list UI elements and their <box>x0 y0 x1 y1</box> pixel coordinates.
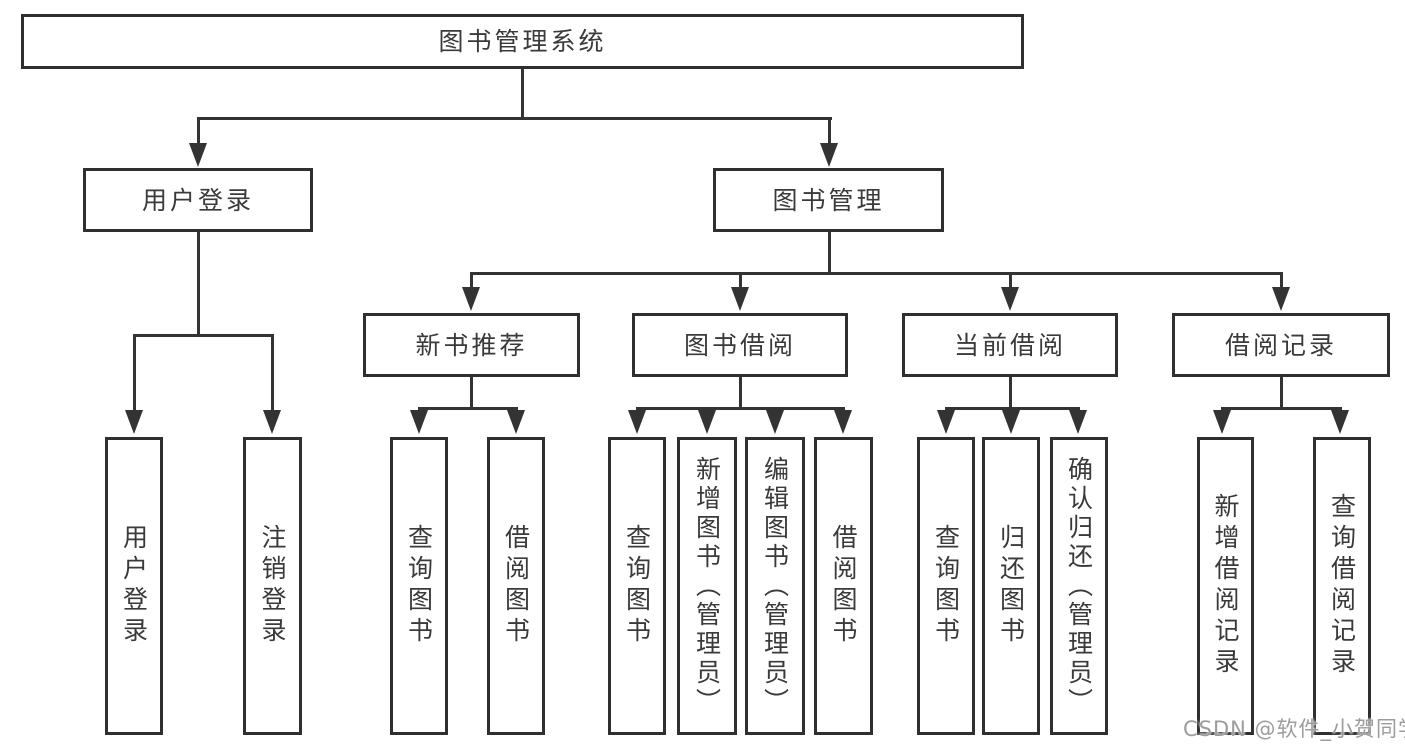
leaf-add-books-admin-label: 新增图书（管理员） <box>692 455 722 717</box>
leaf-add-borrow-record-label: 新增借阅记录 <box>1211 493 1240 679</box>
arrowhead-icon <box>1331 410 1349 434</box>
leaf-query-books-borrowing: 查询图书 <box>608 437 666 735</box>
arrowhead-icon <box>766 410 784 434</box>
leaf-edit-books-admin-label: 编辑图书（管理员） <box>760 455 790 717</box>
node-borrow-records: 借阅记录 <box>1172 313 1390 377</box>
node-current-borrowing: 当前借阅 <box>902 313 1118 377</box>
node-user-login-label: 用户登录 <box>141 185 254 215</box>
arrowhead-icon <box>125 410 143 434</box>
arrowhead-icon <box>507 410 525 434</box>
node-book-borrowing: 图书借阅 <box>632 313 848 377</box>
node-new-book-recommend-label: 新书推荐 <box>415 330 528 360</box>
connector-book-borrow-bar <box>635 406 845 410</box>
leaf-logout-label: 注销登录 <box>258 524 287 648</box>
leaf-confirm-return-admin: 确认归还（管理员） <box>1050 437 1108 735</box>
leaf-borrow-books-borrowing-label: 借阅图书 <box>829 524 858 648</box>
arrowhead-icon <box>263 410 281 434</box>
leaf-query-books-borrowing-label: 查询图书 <box>622 524 652 648</box>
arrowhead-icon <box>698 410 716 434</box>
leaf-query-books-recommend: 查询图书 <box>390 437 448 735</box>
connector-current-borrow-stem <box>1008 377 1012 408</box>
node-book-management: 图书管理 <box>713 168 944 232</box>
leaf-confirm-return-admin-label: 确认归还（管理员） <box>1064 455 1094 717</box>
node-user-login: 用户登录 <box>83 168 313 232</box>
leaf-borrow-books-recommend-label: 借阅图书 <box>501 524 531 648</box>
connector-book-borrow-stem <box>738 377 742 408</box>
arrowhead-icon <box>1069 410 1087 434</box>
arrowhead-icon <box>189 143 207 167</box>
arrowhead-icon <box>410 410 428 434</box>
arrowhead-icon <box>820 143 838 167</box>
leaf-return-books: 归还图书 <box>982 437 1040 735</box>
connector-drop-book-mgmt <box>827 116 831 145</box>
leaf-edit-books-admin: 编辑图书（管理员） <box>745 437 805 735</box>
arrowhead-icon <box>1001 287 1019 311</box>
connector-drop-user-login <box>196 116 200 145</box>
arrowhead-icon <box>731 287 749 311</box>
node-borrow-records-label: 借阅记录 <box>1224 330 1337 360</box>
leaf-user-login-label: 用户登录 <box>119 524 149 648</box>
arrowhead-icon <box>628 410 646 434</box>
leaf-query-borrow-record: 查询借阅记录 <box>1313 437 1371 735</box>
node-book-borrowing-label: 图书借阅 <box>683 330 796 360</box>
connector-user-login-bar <box>132 333 274 337</box>
connector-book-mgmt-bar <box>469 271 1283 275</box>
connector-user-login-stem <box>196 232 200 335</box>
leaf-add-borrow-record: 新增借阅记录 <box>1197 437 1254 735</box>
arrowhead-icon <box>462 287 480 311</box>
connector-drop-leaf-logout <box>270 333 274 413</box>
connector-drop-leaf-user-login <box>132 333 136 413</box>
connector-drop-current-borrow <box>1008 271 1012 290</box>
connector-drop-book-borrow <box>738 271 742 290</box>
node-current-borrowing-label: 当前借阅 <box>953 330 1066 360</box>
csdn-watermark: CSDN @软件_小贺同学 <box>1183 717 1405 741</box>
connector-root-bar <box>196 116 832 120</box>
leaf-user-login: 用户登录 <box>105 437 163 735</box>
leaf-borrow-books-recommend: 借阅图书 <box>487 437 545 735</box>
arrowhead-icon <box>834 410 852 434</box>
leaf-return-books-label: 归还图书 <box>996 524 1026 648</box>
connector-drop-borrow-record <box>1279 271 1283 290</box>
connector-drop-new-book-rec <box>469 271 473 290</box>
arrowhead-icon <box>1272 287 1290 311</box>
leaf-query-books-current-label: 查询图书 <box>931 524 961 648</box>
node-new-book-recommend: 新书推荐 <box>363 313 580 377</box>
node-book-management-label: 图书管理 <box>772 185 885 215</box>
connector-new-book-rec-bar <box>417 406 518 410</box>
connector-book-mgmt-stem <box>827 232 831 273</box>
leaf-query-borrow-record-label: 查询借阅记录 <box>1327 493 1357 679</box>
connector-borrow-record-bar <box>1220 406 1342 410</box>
leaf-query-books-current: 查询图书 <box>917 437 975 735</box>
connector-new-book-rec-stem <box>469 377 473 408</box>
leaf-add-books-admin: 新增图书（管理员） <box>677 437 737 735</box>
leaf-logout: 注销登录 <box>243 437 302 735</box>
arrowhead-icon <box>1002 410 1020 434</box>
arrowhead-icon <box>937 410 955 434</box>
node-library-system: 图书管理系统 <box>21 14 1024 69</box>
leaf-query-books-recommend-label: 查询图书 <box>404 524 434 648</box>
connector-borrow-record-stem <box>1279 377 1283 408</box>
connector-root-stem <box>520 69 524 118</box>
node-library-system-label: 图书管理系统 <box>438 27 607 56</box>
leaf-borrow-books-borrowing: 借阅图书 <box>814 437 873 735</box>
arrowhead-icon <box>1213 410 1231 434</box>
